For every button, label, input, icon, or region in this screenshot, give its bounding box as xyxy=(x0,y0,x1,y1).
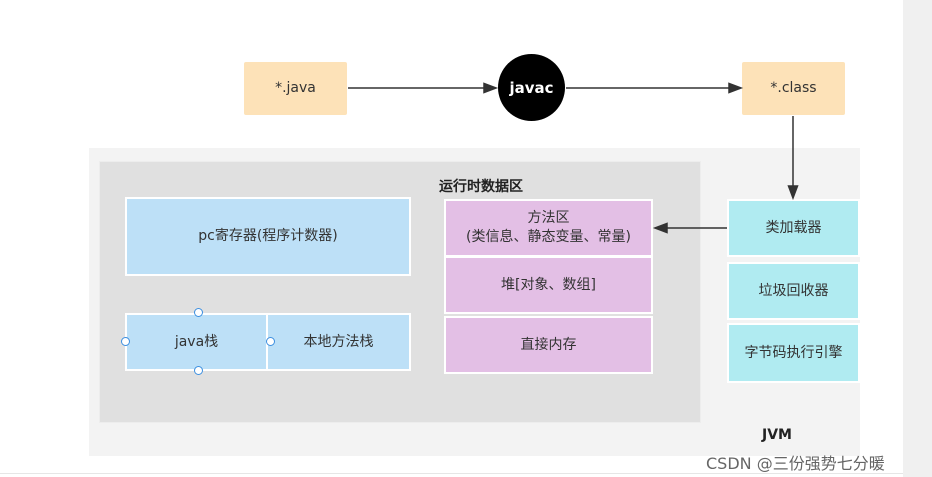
native-method-stack-label: 本地方法栈 xyxy=(303,333,374,350)
selection-handle-top[interactable] xyxy=(194,308,203,317)
arrowhead-class xyxy=(728,82,744,94)
jvm-label: JVM xyxy=(762,427,792,443)
java-source-label: *.java xyxy=(275,80,316,96)
bottom-divider xyxy=(0,473,903,474)
native-method-stack-box[interactable]: 本地方法栈 xyxy=(266,313,411,371)
class-file-label: *.class xyxy=(770,80,817,96)
execution-engine-label: 字节码执行引擎 xyxy=(744,344,843,361)
execution-engine-box[interactable]: 字节码执行引擎 xyxy=(727,323,860,383)
selection-handle-right[interactable] xyxy=(266,337,275,346)
method-area-box[interactable]: 方法区 (类信息、静态变量、常量) xyxy=(444,199,653,257)
pc-register-label: pc寄存器(程序计数器) xyxy=(198,228,338,244)
selection-handle-bottom[interactable] xyxy=(194,366,203,375)
pc-register-box[interactable]: pc寄存器(程序计数器) xyxy=(125,197,411,276)
garbage-collector-label: 垃圾回收器 xyxy=(758,282,829,299)
direct-memory-label: 直接内存 xyxy=(520,336,577,353)
right-scroll-panel xyxy=(903,0,932,477)
direct-memory-box[interactable]: 直接内存 xyxy=(444,316,653,374)
class-loader-box[interactable]: 类加载器 xyxy=(727,199,860,257)
heap-label: 堆[对象、数组] xyxy=(501,276,596,293)
garbage-collector-box[interactable]: 垃圾回收器 xyxy=(727,262,860,320)
runtime-data-area-title: 运行时数据区 xyxy=(439,179,523,195)
javac-label: javac xyxy=(509,78,554,97)
javac-node[interactable]: javac xyxy=(498,54,565,121)
arrowhead-loader xyxy=(787,185,799,201)
class-file-box[interactable]: *.class xyxy=(742,62,845,115)
java-source-box[interactable]: *.java xyxy=(244,62,347,115)
csdn-watermark: CSDN @三份强势七分暖 xyxy=(706,454,885,473)
arrowhead-method-area xyxy=(652,222,668,234)
class-loader-label: 类加载器 xyxy=(765,219,822,236)
heap-box[interactable]: 堆[对象、数组] xyxy=(444,256,653,314)
selection-handle-left[interactable] xyxy=(121,337,130,346)
method-area-subtitle: (类信息、静态变量、常量) xyxy=(466,229,631,245)
method-area-title: 方法区 xyxy=(527,210,570,226)
java-stack-label: java栈 xyxy=(174,333,219,350)
arrowhead-javac xyxy=(483,82,499,94)
